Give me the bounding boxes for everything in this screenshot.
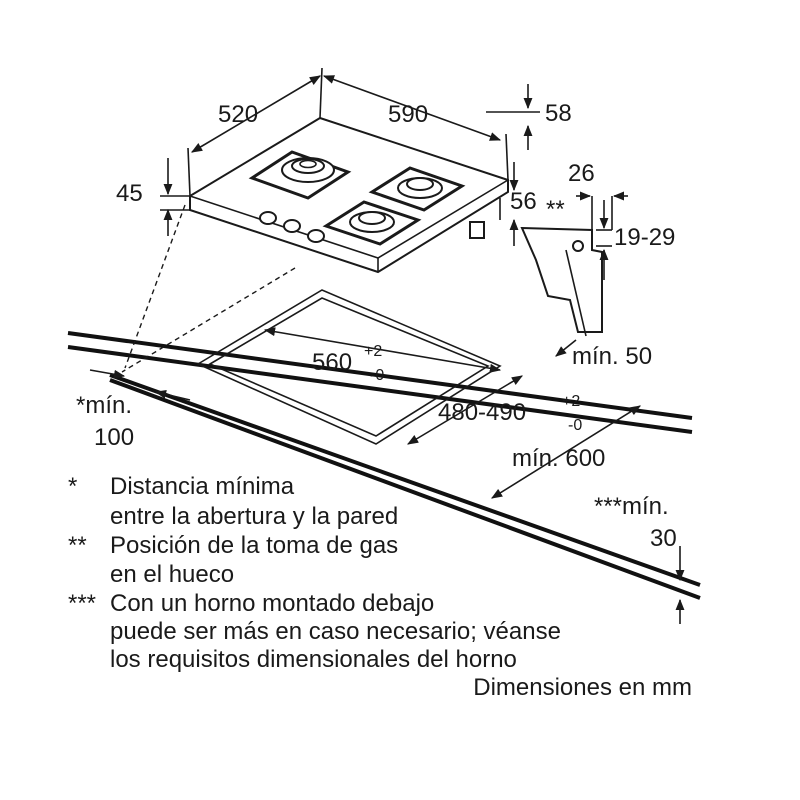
dim-480-490: 480-490 xyxy=(438,399,526,426)
legend-text-3-line1: Con un horno montado debajo xyxy=(110,590,434,617)
bracket-detail xyxy=(520,196,613,337)
dimension-lines xyxy=(89,67,685,624)
legend-text-3-line3: los requisitos dimensionales del horno xyxy=(110,646,517,673)
dim-min-100-line2: 100 xyxy=(94,424,134,451)
legend-marker-2: ** xyxy=(68,532,87,559)
control-knobs xyxy=(259,211,325,243)
dim-45: 45 xyxy=(116,180,143,207)
burner-front xyxy=(322,200,422,246)
gas-connector xyxy=(469,198,501,239)
dim-min-50: mín. 50 xyxy=(572,343,652,370)
legend-marker-1: * xyxy=(68,473,77,500)
dim-58: 58 xyxy=(545,100,572,127)
gas-marker: ** xyxy=(546,196,565,223)
dimension-labels: 520 590 45 58 56 ** 26 19-29 560 +2 -0 4… xyxy=(76,100,677,552)
dim-min-100-line1: *mín. xyxy=(76,392,132,419)
legend-text-3-line2: puede ser más en caso necesario; véanse xyxy=(110,618,561,645)
dim-480-490-tol-minus: -0 xyxy=(568,417,582,434)
units-note: Dimensiones en mm xyxy=(473,674,692,701)
dim-min-600: mín. 600 xyxy=(512,445,605,472)
legend-text-1-line2: entre la abertura y la pared xyxy=(110,503,398,530)
legend-marker-3: *** xyxy=(68,590,96,617)
burner-right xyxy=(368,166,466,212)
dim-19-29: 19-29 xyxy=(614,224,675,251)
dim-560-tol-minus: -0 xyxy=(370,367,384,384)
dim-26: 26 xyxy=(568,160,595,187)
dim-56: 56 xyxy=(510,188,537,215)
dim-480-490-tol-plus: +2 xyxy=(562,393,580,410)
cooktop xyxy=(189,116,509,274)
legend-text-1-line1: Distancia mínima xyxy=(110,473,295,500)
legend-text-2-line2: en el hueco xyxy=(110,561,234,588)
dim-590: 590 xyxy=(388,101,428,128)
legend-text-2-line1: Posición de la toma de gas xyxy=(110,532,398,559)
dim-min-30-line1: ***mín. xyxy=(594,493,669,520)
legend: * Distancia mínima entre la abertura y l… xyxy=(68,473,692,701)
burner-rear-left xyxy=(248,150,352,200)
dim-560: 560 xyxy=(312,349,352,376)
projection-lines xyxy=(121,204,296,373)
dim-560-tol-plus: +2 xyxy=(364,343,382,360)
dim-520: 520 xyxy=(218,101,258,128)
dim-min-30-line2: 30 xyxy=(650,525,677,552)
